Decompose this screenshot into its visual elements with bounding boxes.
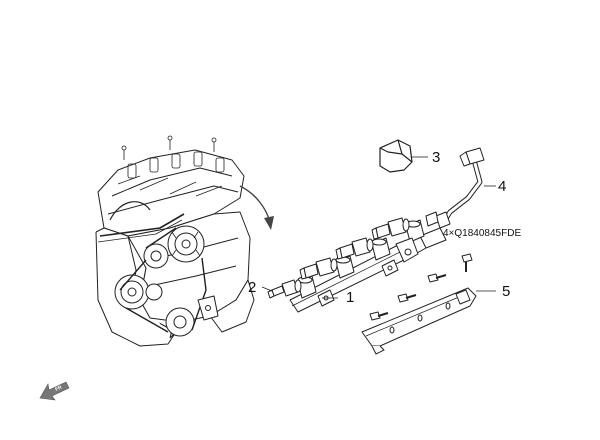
part-5-bracket xyxy=(361,287,477,355)
leader-lines xyxy=(261,156,496,299)
bolts xyxy=(369,253,473,321)
part-4-fuel-pipe xyxy=(435,147,485,229)
engine-assembly xyxy=(95,135,255,347)
part-1-fuel-rail xyxy=(289,219,447,313)
front-direction-arrow-icon: FR xyxy=(39,381,70,401)
pointer-arrow xyxy=(239,185,274,230)
callout-4: 4 xyxy=(498,178,506,195)
part-3-cover xyxy=(379,139,413,173)
callout-1: 1 xyxy=(346,289,354,306)
part-2-injectors xyxy=(267,211,439,299)
callout-3: 3 xyxy=(432,149,440,166)
bolt-spec-label: 4×Q1840845FDE xyxy=(443,228,521,239)
fr-label: FR xyxy=(54,384,63,392)
callout-5: 5 xyxy=(502,283,510,300)
callout-2: 2 xyxy=(248,279,256,296)
